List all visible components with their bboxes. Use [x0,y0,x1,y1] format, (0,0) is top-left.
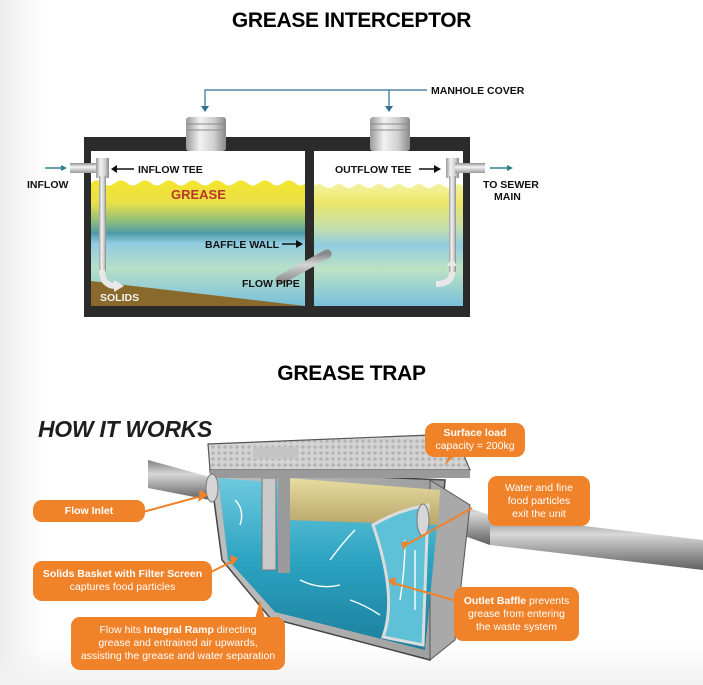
outlet-coupling [416,503,430,537]
surface-load-bold: Surface load [443,427,507,439]
inflow-label: INFLOW [27,179,68,191]
outlet-baffle-text1: prevents [526,594,570,607]
solids-basket-bold: Solids Basket with Filter Screen [42,568,203,580]
lid-rim [210,470,470,478]
to-sewer-label-line1: TO SEWER [483,179,539,191]
inlet-pipe [148,460,210,500]
interceptor-title: GREASE INTERCEPTOR [231,9,472,32]
water-exit-line1: Water and fine [505,481,573,494]
solids-layer [91,281,305,306]
flow-inlet-bold: Flow Inlet [64,504,114,517]
left-liquid [91,180,305,306]
outflow-tee-label: OUTFLOW TEE [335,164,411,176]
integral-ramp-post: directing [213,624,257,636]
surface-load-text: capacity = 200kg [435,440,515,452]
outflow-tee [435,158,485,287]
callout-outlet-baffle: Outlet Baffle prevents grease from enter… [454,587,579,641]
lid-panel [253,447,298,459]
callout-water-exit: Water and fine food particles exit the u… [488,476,590,526]
grease-label: GREASE [171,187,226,202]
outlet-baffle-line3: the waste system [475,620,558,633]
outlet-baffle-bold: Outlet Baffle [463,594,527,607]
inflow-tee [70,158,124,292]
how-it-works-heading: HOW IT WORKS [38,416,212,442]
to-sewer-label-line2: MAIN [494,191,521,203]
flow-pipe [275,249,332,285]
trap-title: GREASE TRAP [277,362,426,385]
callout-integral-ramp: Flow hits Integral Ramp directing grease… [71,617,285,670]
outlet-pipe-ext [490,515,703,570]
callout-solids-basket: Solids Basket with Filter Screen capture… [33,561,212,601]
callout-pointers [142,496,473,603]
manhole-riser-left [186,117,226,151]
solids-label: SOLIDS [100,292,139,304]
integral-ramp-pre: Flow hits [99,624,144,636]
interceptor-diagram: MANHOLE COVER INFLOW INFLOW TEE GREASE B… [27,85,539,317]
integral-ramp-tail [255,600,265,619]
flow-pipe-label: FLOW PIPE [242,278,300,290]
inflow-tee-label: INFLOW TEE [138,164,203,176]
manhole-riser-right [370,117,410,151]
manhole-pointer [201,89,427,112]
outflow-arrow [490,165,513,171]
callout-surface-load: Surface load capacity = 200kg [425,423,525,457]
integral-ramp-line2: grease and entrained air upwards, [98,637,258,649]
integral-ramp-bold: Integral Ramp [143,624,214,636]
water-exit-line2: food particles [507,494,571,507]
baffle-wall-pointer [282,240,303,248]
water-exit-arrowhead [401,540,408,551]
callout-flow-inlet: Flow Inlet [33,500,145,522]
manhole-cover-label: MANHOLE COVER [431,85,525,97]
right-liquid [314,184,463,306]
water-exit-line3: exit the unit [512,507,566,520]
baffle-wall-label: BAFFLE WALL [205,239,280,251]
basket-wall [278,478,290,573]
solids-basket-text: captures food particles [69,581,176,593]
inflow-arrow [45,165,67,171]
outlet-baffle-arrowhead [388,577,396,587]
filter-screen [261,477,277,571]
inlet-coupling [205,473,219,503]
flow-inlet-arrowhead [198,490,208,502]
outlet-baffle-line2: grease from entering [468,607,565,620]
outflow-tee-pointer [419,165,441,173]
baffle-wall [305,151,314,306]
integral-ramp-line3: assisting the grease and water separatio… [80,650,276,662]
inflow-tee-pointer [111,165,134,173]
solids-arrowhead [230,555,238,566]
